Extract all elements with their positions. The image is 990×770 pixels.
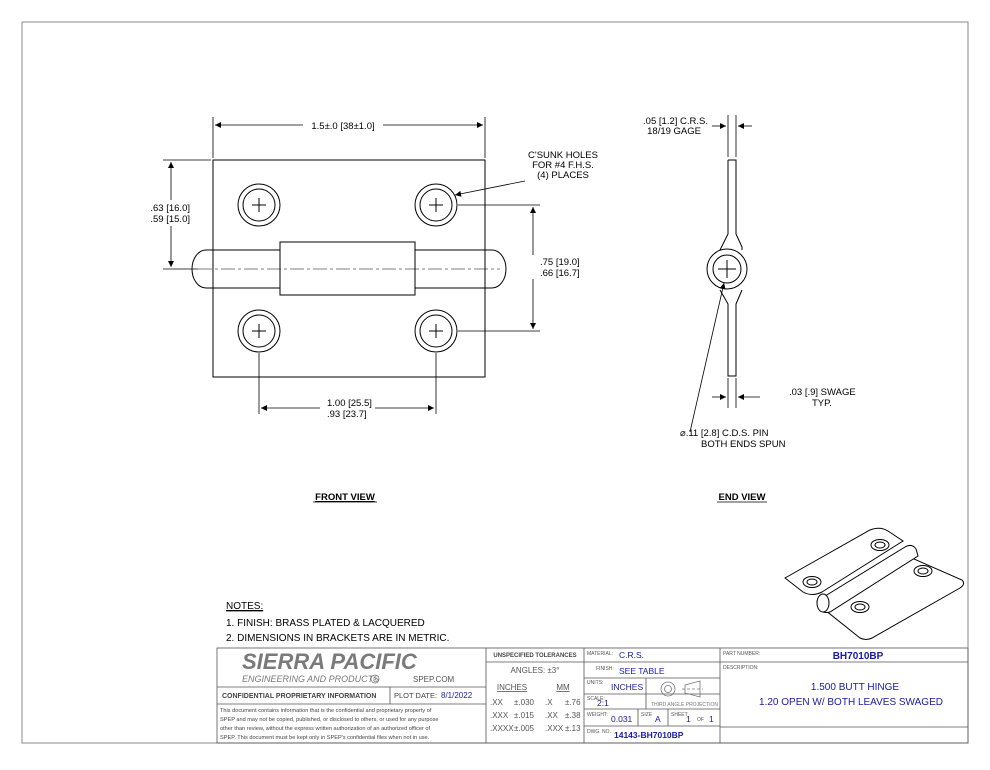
size-label: SIZE <box>641 712 653 718</box>
angles-tolerance: ANGLES: ±3° <box>511 666 560 675</box>
description-line2: 1.20 OPEN W/ BOTH LEAVES SWAGED <box>759 697 943 708</box>
csunk-hole <box>414 183 458 227</box>
sheet-total-value: 1 <box>709 714 714 724</box>
material-value: C.R.S. <box>619 650 644 660</box>
projection-label: THIRD ANGLE PROJECTION <box>651 702 718 708</box>
part-number-label: PART NUMBER: <box>723 651 760 657</box>
isometric-hinge-view <box>784 527 965 640</box>
csunk-hole <box>237 309 281 353</box>
mm-header: MM <box>556 683 570 692</box>
tolerances-header: UNSPECIFIED TOLERANCES <box>493 653 576 659</box>
bottom-leaf-outline <box>212 287 486 378</box>
hole-spacing-h-max: 1.00 [25.5] <box>327 398 372 409</box>
note-item: 1. FINISH: BRASS PLATED & LACQUERED <box>226 618 425 629</box>
description-label: DESCRIPTION: <box>723 665 759 671</box>
width-dim-text: 1.5±.0 [38±1.0] <box>311 121 374 132</box>
end-view-dim-text: .05 [1.2] C.R.S. 18/19 GAGE .03 [.9] SWA… <box>643 116 856 503</box>
notes-heading: NOTES: <box>226 601 263 612</box>
front-view-dim-text: 1.5±.0 [38±1.0] .63 [16.0] .59 [15.0] .7… <box>150 121 598 503</box>
scale-label: SCALE: <box>587 696 605 702</box>
inch-tolerance: ±.005 <box>514 724 535 733</box>
registered-mark-letter: R <box>373 677 377 683</box>
disclaimer-line: This document contains information that … <box>220 708 432 714</box>
inches-header: INCHES <box>497 683 527 692</box>
plot-date-value: 8/1/2022 <box>441 691 473 700</box>
csunk-note-line1: C'SUNK HOLES <box>528 150 598 161</box>
inch-tolerance: ±.015 <box>514 711 535 720</box>
mm-precision: .XX <box>545 711 559 720</box>
size-value: A <box>655 714 661 724</box>
units-label: UNITS: <box>587 680 603 686</box>
csunk-hole <box>237 183 281 227</box>
title-block-lines <box>216 647 969 744</box>
pin-end-left <box>191 249 214 289</box>
weight-label: WEIGHT: <box>587 712 608 718</box>
mm-tolerance: ±.38 <box>565 711 581 720</box>
inch-precision: .XX <box>490 698 504 707</box>
front-view-title: FRONT VIEW <box>315 492 375 503</box>
inch-precision: .XXXX <box>490 724 514 733</box>
disclaimer-line: other than review, without the express w… <box>220 726 431 732</box>
thickness-dim-line2: 18/19 GAGE <box>647 126 701 137</box>
hole-spacing-v-max: .75 [19.0] <box>540 257 580 268</box>
mm-tolerance: ±.76 <box>565 698 581 707</box>
pin-note-line1: ⌀.11 [2.8] C.D.S. PIN <box>680 428 769 439</box>
of-label: OF <box>697 717 704 723</box>
disclaimer-line: SPEP and may not be copied, published, o… <box>220 717 439 723</box>
swage-dim-line2: TYP. <box>812 398 832 409</box>
swage-dim-line1: .03 [.9] SWAGE <box>789 387 856 398</box>
hole-spacing-h-min: .93 [23.7] <box>327 409 367 420</box>
end-view-dimensions <box>689 115 760 433</box>
company-logo-text: SIERRA PACIFIC <box>242 649 418 674</box>
csunk-note-line3: (4) PLACES <box>537 170 589 181</box>
pin-circle <box>712 254 742 284</box>
notes-block: NOTES: 1. FINISH: BRASS PLATED & LACQUER… <box>226 601 449 644</box>
end-view-title: END VIEW <box>719 492 766 503</box>
sheet-label: SHEET <box>671 712 688 718</box>
front-view-dimensions <box>163 117 540 414</box>
front-view-drawing <box>191 159 507 378</box>
pin-note-line2: BOTH ENDS SPUN <box>701 439 786 450</box>
sheet-border <box>21 21 969 744</box>
units-value: INCHES <box>611 682 643 692</box>
mm-tolerance: ±.13 <box>565 724 581 733</box>
pin-end-right <box>484 249 507 289</box>
csunk-note-line2: FOR #4 F.H.S. <box>532 160 594 171</box>
knuckle-outline <box>706 248 748 290</box>
note-item: 2. DIMENSIONS IN BRACKETS ARE IN METRIC. <box>226 633 449 644</box>
leaf-height-dim-max: .63 [16.0] <box>150 203 190 214</box>
inch-tolerance: ±.030 <box>514 698 535 707</box>
confidential-label: CONFIDENTIAL PROPRIETARY INFORMATION <box>222 693 376 700</box>
title-block-text: SIERRA PACIFIC ENGINEERING AND PRODUCTS … <box>220 649 943 741</box>
finish-label: FINISH: <box>596 666 614 672</box>
description-line1: 1.500 BUTT HINGE <box>811 682 900 693</box>
hole-spacing-v-min: .66 [16.7] <box>540 268 580 279</box>
projection-symbol-icon <box>660 680 703 698</box>
finish-value: SEE TABLE <box>619 666 665 676</box>
plot-date-label: PLOT DATE: <box>394 691 437 700</box>
mm-precision: .XXX <box>545 724 564 733</box>
mm-precision: .X <box>545 698 553 707</box>
company-subtitle: ENGINEERING AND PRODUCTS <box>242 674 379 684</box>
csunk-hole <box>414 309 458 353</box>
scale-value: 2:1 <box>597 698 609 708</box>
disclaimer-line: SPEP. This document must be kept only in… <box>220 735 430 741</box>
inch-precision: .XXX <box>490 711 509 720</box>
part-number-value: BH7010BP <box>833 651 884 662</box>
dwg-no-value: 14143-BH7010BP <box>614 730 684 740</box>
weight-value: 0.031 <box>611 714 633 724</box>
material-label: MATERIAL: <box>587 651 613 657</box>
dwg-no-label: DWG. NO. <box>587 729 611 735</box>
end-view-drawing <box>706 159 748 377</box>
registered-mark-icon <box>370 674 380 684</box>
sheet-value: 1 <box>686 714 691 724</box>
website-text: SPEP.COM <box>413 675 455 684</box>
thickness-dim-line1: .05 [1.2] C.R.S. <box>643 116 708 127</box>
leaf-height-dim-min: .59 [15.0] <box>150 214 190 225</box>
